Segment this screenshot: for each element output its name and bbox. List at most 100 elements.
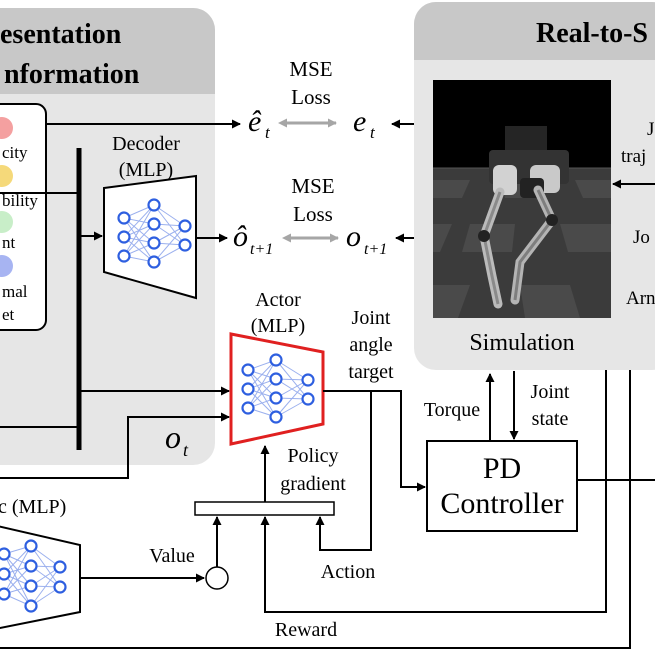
left-panel-title-line1: esentation	[0, 19, 122, 50]
critic-mlp: c (MLP)	[0, 496, 81, 630]
simulation-label: Simulation	[469, 330, 574, 356]
decoder-nodes	[117, 198, 192, 269]
critic-edge	[3, 545, 32, 595]
joint-state-line2: state	[532, 408, 569, 430]
mse-loss-top-line2: Loss	[291, 85, 331, 109]
right-label-trajectory: traj	[621, 146, 646, 167]
decoder-edge	[123, 223, 155, 257]
actor-node	[241, 382, 255, 396]
e-subscript: t	[370, 123, 376, 142]
actor-nodes	[241, 353, 315, 424]
decoder-node	[117, 211, 131, 225]
decoder-node	[178, 238, 192, 252]
policy-gradient-line1: Policy	[287, 445, 338, 467]
actor-edge	[247, 359, 277, 409]
o-t-to-actor-arrow	[0, 412, 230, 479]
joint-angle-target-line3: target	[348, 361, 394, 383]
actor-node	[301, 392, 315, 406]
value-label: Value	[149, 545, 195, 567]
o-next-subscript: t+1	[364, 241, 387, 258]
privileged-info-box: city bility nt mal et	[0, 103, 47, 331]
mse-loss-mid-line2: Loss	[293, 202, 333, 226]
info-dot-third	[0, 211, 13, 233]
info-dot-velocity	[0, 117, 13, 139]
right-panel-title: Real-to-S	[536, 18, 648, 49]
loss-top-group: MSE Loss	[278, 57, 337, 128]
actor-node	[269, 372, 283, 386]
decoder-node	[117, 249, 131, 263]
actor-to-pd-arrow	[323, 390, 426, 492]
decoder-node	[117, 230, 131, 244]
connections	[0, 119, 655, 649]
policy-gradient-line2: gradient	[280, 473, 346, 495]
simulation-render	[433, 80, 611, 318]
actor-node	[269, 353, 283, 367]
decoder-node	[147, 198, 161, 212]
critic-nodes	[0, 539, 67, 613]
critic-node	[24, 599, 38, 613]
critic-node	[24, 579, 38, 593]
value-sum-node	[205, 566, 229, 590]
critic-node	[0, 547, 11, 561]
info-dot-fourth	[0, 255, 13, 277]
decoder-mlp: Decoder (MLP)	[103, 133, 197, 300]
policy-update-bar	[194, 501, 335, 516]
e-hat-symbol: ê	[248, 105, 262, 138]
critic-node	[24, 559, 38, 573]
reward-arrow	[260, 370, 607, 613]
pd-controller-line1: PD	[483, 452, 521, 485]
actor-node	[269, 391, 283, 405]
decoder-label-line2: (MLP)	[119, 159, 173, 181]
critic-node	[24, 539, 38, 553]
info-label-fourth-2: et	[2, 305, 15, 324]
pd-controller-line2: Controller	[440, 487, 563, 520]
critic-edge	[30, 566, 61, 607]
joint-angle-target-line1: Joint	[352, 307, 391, 329]
actor-node	[269, 410, 283, 424]
robot-model	[478, 126, 569, 309]
action-to-bar-arrow	[315, 391, 372, 551]
actor-label-line2: (MLP)	[251, 315, 305, 337]
critic-node	[53, 580, 67, 594]
reward-label: Reward	[275, 619, 337, 641]
critic-label: c (MLP)	[0, 496, 66, 518]
o-next-symbol: o	[346, 220, 361, 253]
o-hat-symbol: ô	[233, 220, 248, 253]
loss-mid-group: MSE Loss	[282, 174, 339, 243]
actor-node	[301, 373, 315, 387]
o-t-symbol: o	[165, 419, 181, 455]
joint-state-line1: Joint	[531, 381, 570, 403]
decoder-edge	[123, 204, 155, 238]
info-dot-stability	[0, 165, 13, 187]
decoder-node	[147, 217, 161, 231]
actor-edge	[275, 379, 309, 418]
mse-loss-top-line1: MSE	[289, 57, 332, 81]
right-label-jo: Jo	[633, 227, 650, 248]
critic-node	[0, 587, 11, 601]
o-hat-subscript: t+1	[250, 241, 273, 258]
action-label: Action	[321, 561, 375, 583]
actor-edge	[247, 359, 277, 390]
info-label-third: nt	[2, 233, 16, 252]
o-t-subscript: t	[183, 440, 189, 460]
info-label-velocity: city	[2, 143, 28, 162]
decoder-edge	[153, 225, 186, 263]
left-panel-title-line2: nformation	[4, 59, 140, 90]
info-label-fourth-1: mal	[2, 282, 28, 301]
actor-edge	[247, 378, 277, 409]
right-label-joint: J	[647, 119, 654, 140]
decoder-node	[147, 255, 161, 269]
actor-mlp: Actor (MLP)	[229, 289, 325, 446]
joint-angle-target-line2: angle	[349, 334, 392, 356]
info-label-stability: bility	[2, 191, 38, 210]
mse-loss-mid-line1: MSE	[291, 174, 334, 198]
pd-controller-block: PD Controller	[426, 440, 578, 532]
e-hat-subscript: t	[265, 123, 271, 142]
actor-node	[241, 363, 255, 377]
right-label-arn: Arn	[626, 288, 655, 309]
e-symbol: e	[353, 105, 366, 138]
decoder-edge	[123, 204, 155, 257]
outer-loop-line	[0, 370, 631, 649]
decoder-label-line1: Decoder	[112, 133, 180, 155]
